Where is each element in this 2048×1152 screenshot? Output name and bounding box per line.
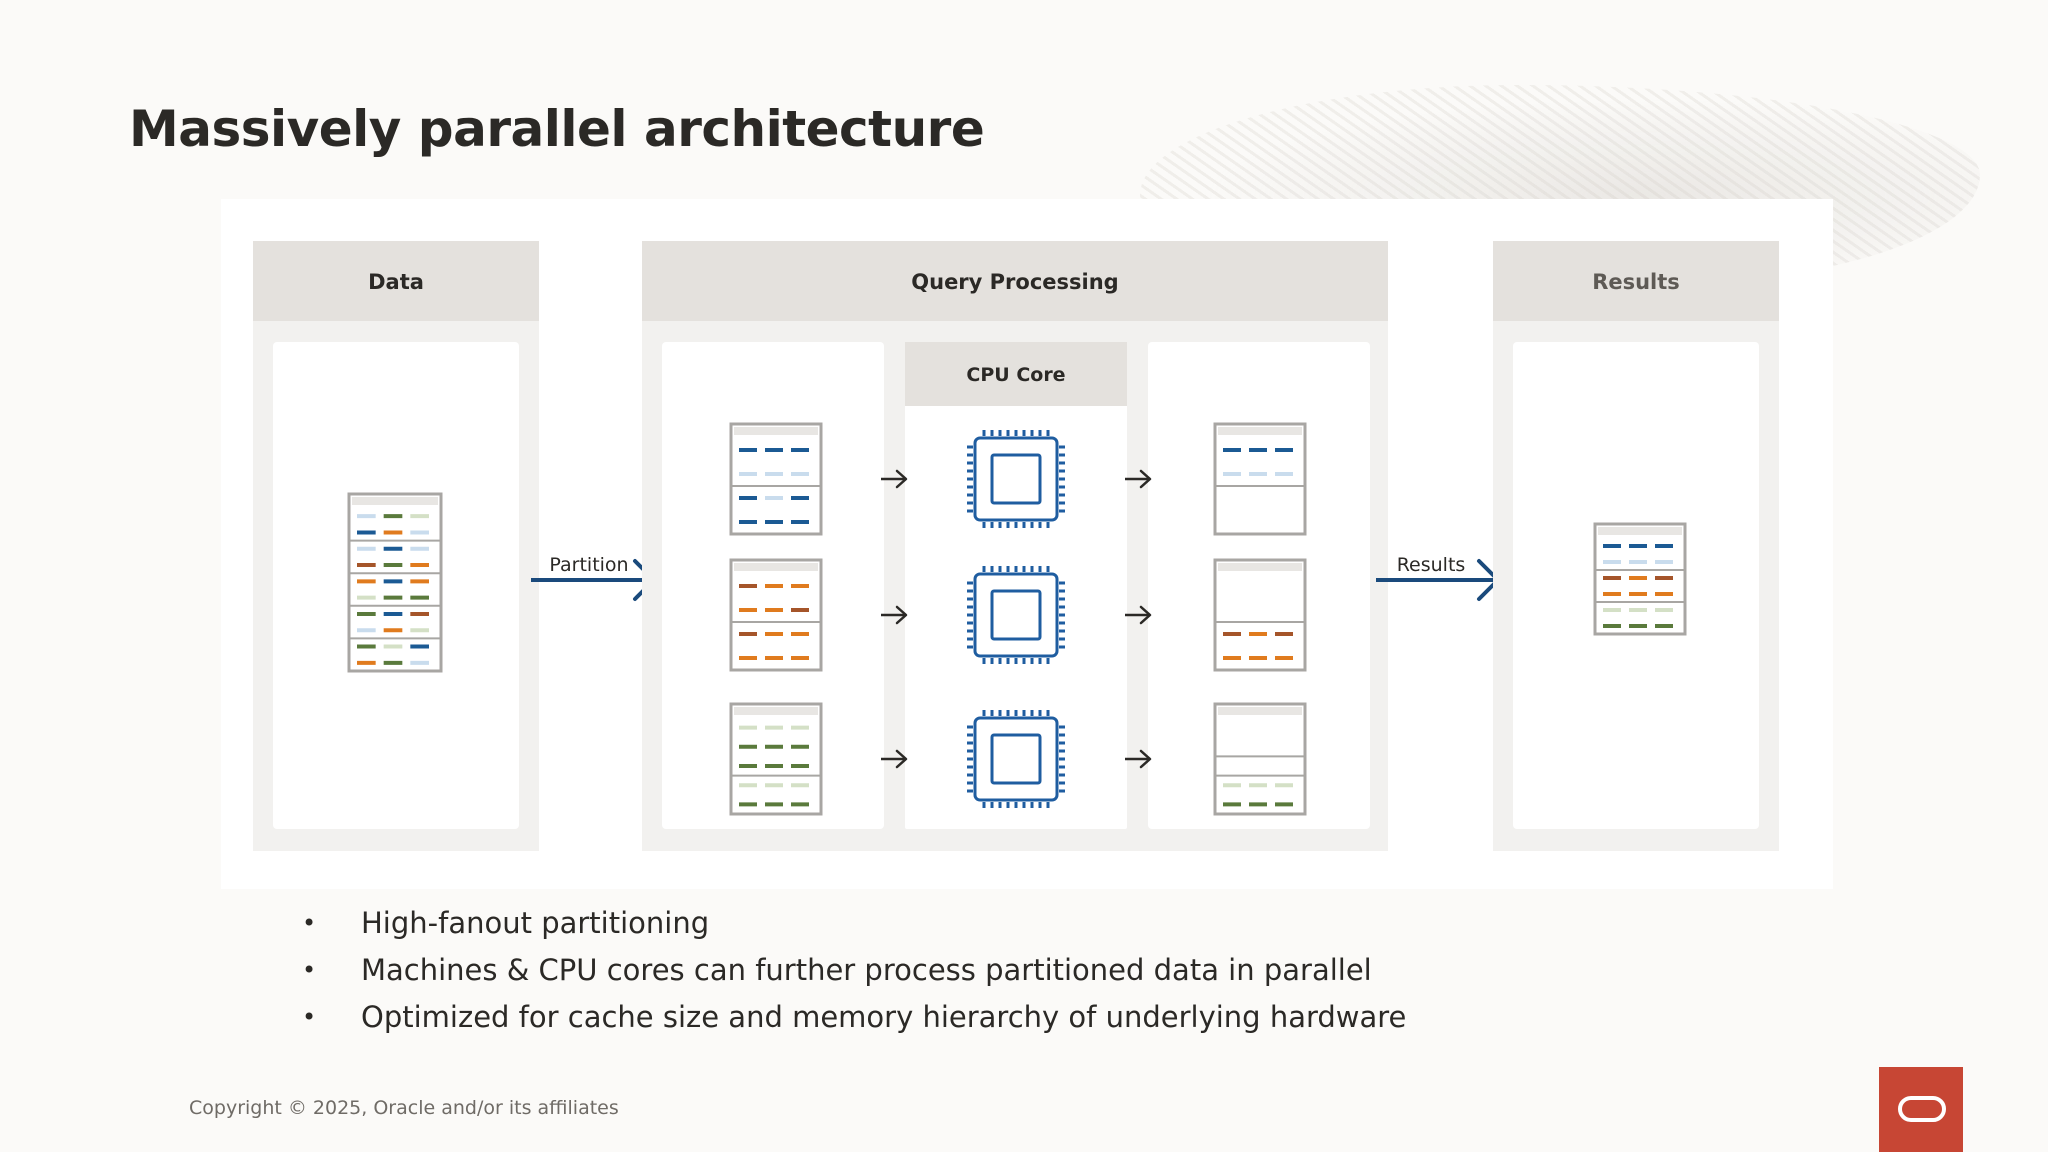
bullet-dot-icon: • [302,909,317,937]
cpu-chip-icon [967,566,1065,664]
table-icon [1213,702,1307,816]
table-icon [729,702,823,816]
bullet-item: •Machines & CPU cores can further proces… [300,947,1406,994]
table-icon [1213,558,1307,672]
table-icon [729,422,823,536]
arrow-right-icon [881,749,908,769]
table-icon [1213,422,1307,536]
source-data-table-icon [347,492,443,673]
results-panel: Results [1493,241,1779,851]
copyright-notice: Copyright © 2025, Oracle and/or its affi… [189,1097,619,1119]
partition-tables [729,422,823,816]
query-processing-title: Query Processing [911,270,1118,294]
arrow-right-icon [881,469,908,489]
arrow-right-icon [881,605,908,625]
bullet-item: •High-fanout partitioning [300,900,1406,947]
flow-arrows [881,469,1152,769]
architecture-diagram: Data Partition Query Processing CPU Core [221,199,1833,889]
oracle-ring-icon [1898,1096,1946,1122]
slide-title: Massively parallel architecture [129,100,985,158]
partition-arrow: Partition [531,554,656,601]
arrow-right-icon [1125,749,1152,769]
bullet-dot-icon: • [302,1003,317,1031]
bullet-item: •Optimized for cache size and memory hie… [300,994,1406,1041]
table-icon [347,492,443,673]
data-panel: Data [253,241,539,851]
table-icon [729,558,823,672]
bullet-list: •High-fanout partitioning •Machines & CP… [300,900,1406,1041]
arrow-right-icon [1125,469,1152,489]
arrow-right-icon [1125,605,1152,625]
cpu-chips [967,430,1065,808]
results-panel-title: Results [1592,270,1680,294]
partition-label: Partition [549,554,628,576]
result-data-table-icon [1593,522,1687,636]
results-flow-label: Results [1397,554,1466,576]
oracle-logo [1879,1067,1963,1152]
query-processing-panel: Query Processing CPU Core [642,241,1388,851]
cpu-core-title: CPU Core [966,364,1065,386]
data-panel-title: Data [368,270,424,294]
cpu-chip-icon [967,710,1065,808]
table-icon [1593,522,1687,636]
bullet-dot-icon: • [302,956,317,984]
output-tables [1213,422,1307,816]
results-arrow: Results [1376,554,1500,601]
cpu-chip-icon [967,430,1065,528]
